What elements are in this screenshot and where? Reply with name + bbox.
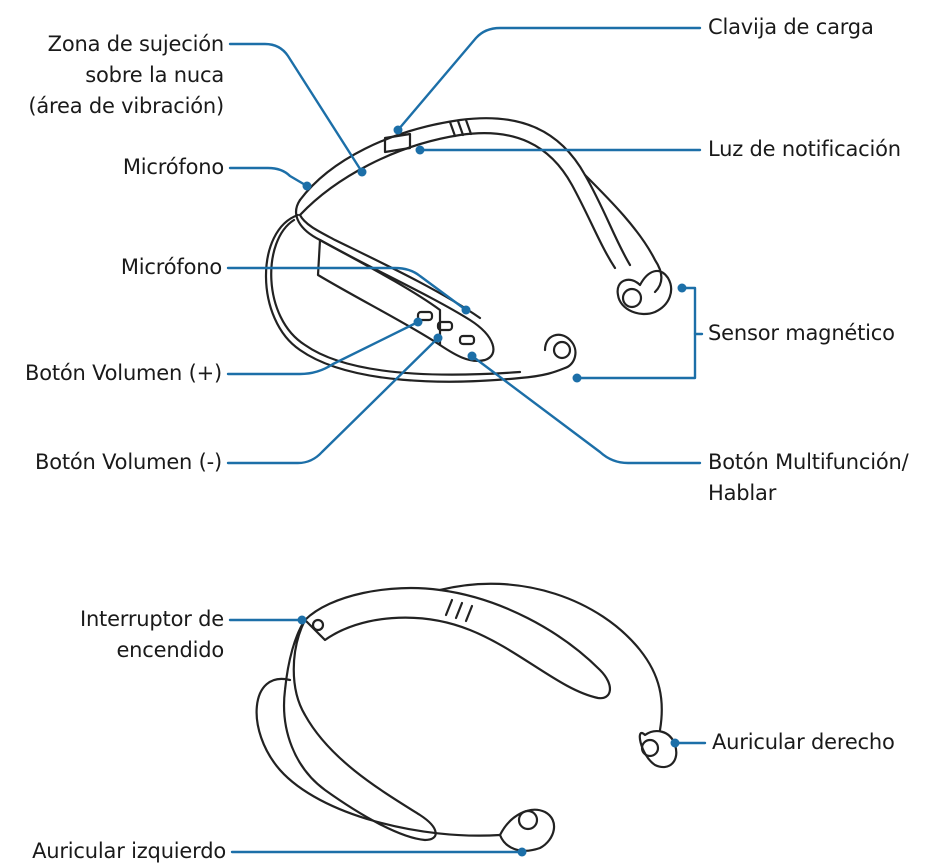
callout-line-mic-2: [226, 266, 468, 312]
label-power-switch-line-1: Interruptor de: [79, 607, 224, 631]
callout-dot-notification: [415, 145, 425, 155]
top-button-plus-shape: [416, 310, 434, 322]
label-neck-zone-line-3: (área de vibración): [28, 94, 224, 118]
label-multifunction: Botón Multifunción/ Hablar: [708, 447, 909, 509]
callout-dot-vol-minus: [433, 333, 443, 343]
callout-dot-magnetic-right: [677, 283, 687, 293]
top-hinge-stripes: [448, 118, 473, 138]
top-button-minus-shape: [436, 320, 454, 332]
callout-line-magnetic-sensor-bracket: [575, 286, 697, 380]
callout-dot-charge-port: [393, 125, 403, 135]
label-left-earbud: Auricular izquierdo: [32, 839, 226, 863]
bottom-neckband: [303, 586, 611, 700]
callout-line-neck-zone: [228, 42, 364, 174]
bottom-right-cable: [438, 582, 663, 732]
top-charge-port-shape: [383, 132, 412, 154]
top-headset-illustration: [264, 117, 673, 383]
bottom-left-arm: [283, 618, 437, 842]
bottom-left-earbud-shape: [498, 808, 556, 852]
callout-line-vol-minus: [226, 336, 440, 465]
callout-dot-neck-zone: [357, 167, 367, 177]
bottom-left-earbud-tip: [517, 809, 539, 831]
top-left-earbud-shape: [543, 333, 577, 370]
label-neck-zone: Zona de sujeción sobre la nuca (área de …: [0, 29, 224, 122]
label-right-earbud: Auricular derecho: [712, 730, 895, 754]
label-notification-light: Luz de notificación: [708, 137, 901, 161]
label-vol-plus: Botón Volumen (+): [25, 361, 222, 385]
top-left-cable-inner: [270, 218, 522, 376]
callout-dot-left-earbud: [517, 847, 527, 857]
label-multifunction-line-2: Hablar: [708, 481, 777, 505]
bottom-right-earbud-tip: [640, 738, 660, 758]
top-left-arm-inner: [298, 213, 482, 320]
label-neck-zone-line-1: Zona de sujeción: [47, 32, 225, 56]
label-power-switch-line-2: encendido: [116, 638, 224, 662]
bottom-right-earbud-shape: [638, 730, 678, 769]
callout-dots: [297, 125, 687, 857]
callout-line-vol-plus: [226, 320, 420, 376]
top-right-earbud-shape: [616, 269, 673, 316]
callout-dot-right-earbud: [670, 738, 680, 748]
top-left-cable: [264, 213, 567, 383]
label-power-switch: Interruptor de encendido: [0, 604, 224, 666]
bottom-hinge-stripes: [444, 598, 474, 623]
callout-line-multifunction: [470, 354, 702, 465]
top-right-cable: [583, 173, 663, 294]
top-neckband-outer: [298, 117, 632, 267]
bottom-headset-illustration: [255, 582, 678, 852]
top-button-multi-shape: [458, 334, 476, 346]
top-left-earbud-tip: [552, 340, 572, 360]
label-neck-zone-line-2: sobre la nuca: [85, 63, 224, 87]
label-multifunction-line-1: Botón Multifunción/: [708, 450, 909, 474]
callout-dot-power-switch: [297, 615, 307, 625]
label-vol-minus: Botón Volumen (-): [35, 450, 222, 474]
top-arm-body: [316, 238, 442, 347]
callout-line-charge-port: [396, 26, 702, 132]
callout-dot-multifunction: [467, 351, 477, 361]
label-magnetic-sensor: Sensor magnético: [708, 321, 895, 345]
callout-lines: [226, 26, 707, 854]
label-charge-port: Clavija de carga: [708, 15, 874, 39]
callout-dot-mic-1: [302, 181, 312, 191]
top-neckband-inner: [298, 132, 617, 270]
callout-dot-mic-2: [461, 305, 471, 315]
label-mic-2: Micrófono: [120, 255, 222, 279]
callout-line-mic-1: [228, 166, 309, 188]
top-right-earbud-tip: [621, 287, 643, 309]
bottom-power-switch-shape: [311, 618, 325, 632]
label-mic-1: Micrófono: [122, 155, 224, 179]
callout-dot-vol-plus: [413, 317, 423, 327]
callout-dot-magnetic-left: [572, 373, 582, 383]
bottom-left-cable: [255, 677, 502, 837]
